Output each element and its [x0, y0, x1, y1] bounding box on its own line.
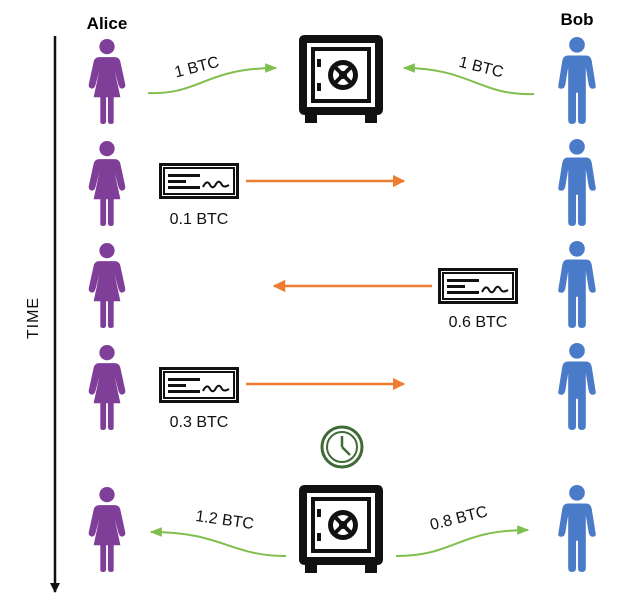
bob-person-icon	[558, 484, 596, 572]
alice-person-icon	[88, 242, 126, 328]
cheque-icon	[438, 268, 518, 304]
bob-person-icon	[558, 240, 596, 328]
bob-deposit-label: 1 BTC	[457, 54, 505, 81]
alice-person-icon	[88, 140, 126, 226]
alice-payout-arrow	[149, 527, 287, 557]
cheque-icon	[159, 163, 239, 199]
bob-payout-label: 0.8 BTC	[428, 503, 489, 534]
channel-safe-icon	[299, 35, 383, 123]
bob-person-icon	[558, 342, 596, 430]
alice-person-icon	[88, 486, 126, 572]
cheque-icon	[159, 367, 239, 403]
payment-amount: 0.3 BTC	[170, 414, 229, 431]
alice-person-icon	[88, 38, 126, 124]
bob-name: Bob	[560, 10, 593, 29]
payment-amount: 0.1 BTC	[170, 211, 229, 228]
bob-person-icon	[558, 36, 596, 124]
bob-payout-arrow	[395, 525, 530, 557]
clock-icon	[320, 425, 364, 469]
alice-deposit-arrow	[147, 63, 278, 95]
payment-amount: 0.6 BTC	[449, 314, 508, 331]
bob-person-icon	[558, 138, 596, 226]
channel-safe-icon	[299, 485, 383, 573]
alice-name: Alice	[87, 14, 128, 33]
bob-deposit-arrow	[402, 63, 535, 96]
time-axis-label: TIME	[25, 297, 42, 339]
alice-person-icon	[88, 344, 126, 430]
alice-payout-label: 1.2 BTC	[194, 508, 254, 533]
